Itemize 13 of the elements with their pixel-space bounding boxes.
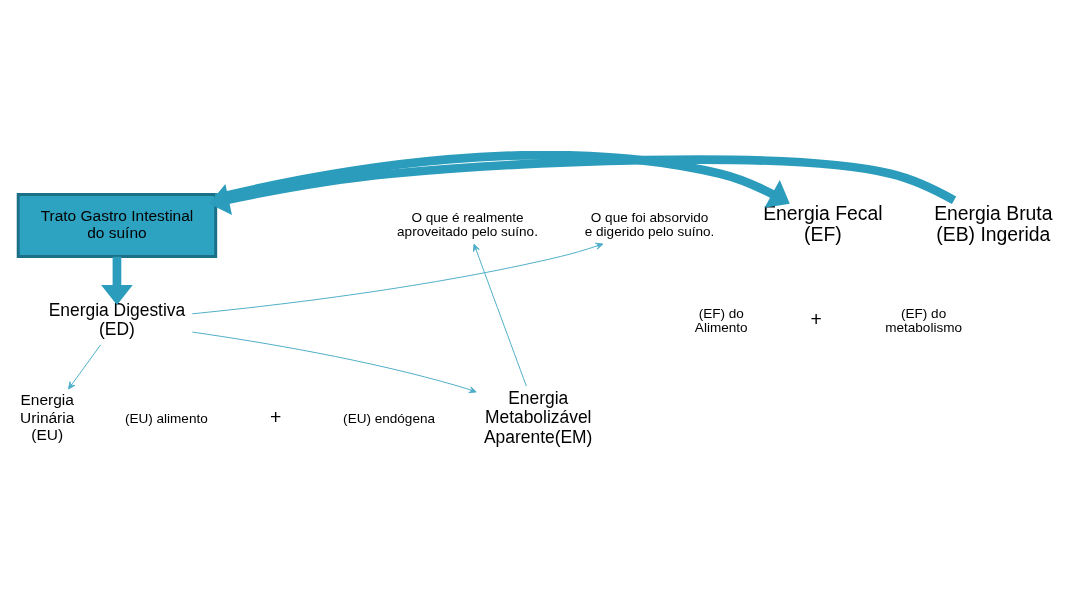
node-text: Energia Urinária (EU) — [20, 391, 75, 444]
node-text: (EU) endógena — [343, 410, 436, 426]
node-text: O que é realmente aproveitado pelo suíno. — [397, 209, 538, 240]
node-text: (EF) do Alimento — [694, 305, 748, 336]
node-text: Energia Digestiva (ED) — [48, 299, 186, 340]
node-text: Energia Metabolizável Aparente(EM) — [483, 388, 593, 447]
label: + — [270, 406, 282, 429]
node-text: (EU) alimento — [124, 410, 208, 426]
label: + — [810, 308, 822, 331]
node-text: (EF) do metabolismo — [885, 305, 963, 336]
node-text: O que foi absorvido e digerido pelo suíno. — [584, 209, 715, 240]
node-text: Energia Fecal (EF) — [763, 201, 883, 246]
node-text: Energia Bruta (EB) Ingerida — [934, 201, 1053, 246]
